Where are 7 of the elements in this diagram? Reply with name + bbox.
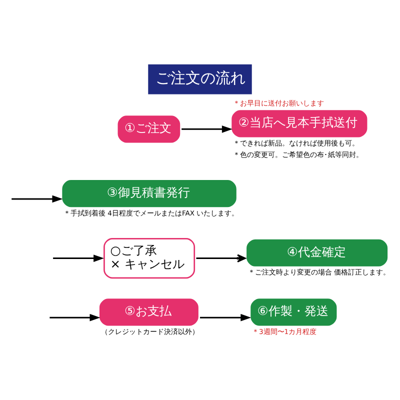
arrow bbox=[196, 254, 246, 262]
arrow bbox=[12, 195, 63, 203]
arrow bbox=[182, 126, 232, 133]
arrow bbox=[53, 254, 104, 262]
arrow bbox=[200, 314, 252, 322]
arrow bbox=[50, 314, 100, 322]
diagram-title: ご注文の流れ bbox=[155, 69, 246, 88]
